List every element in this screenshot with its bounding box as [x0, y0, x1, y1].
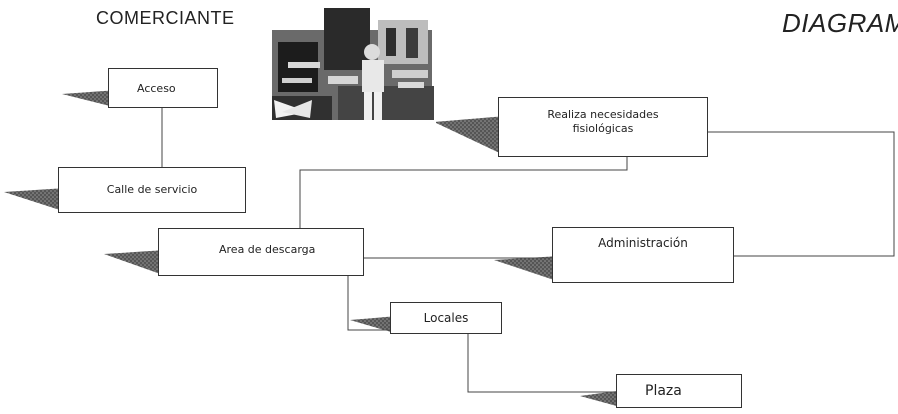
heading-comerciante: COMERCIANTE: [96, 8, 235, 28]
box-realiza-line1: Realiza necesidades: [547, 108, 659, 121]
box-administracion: Administración: [552, 227, 734, 283]
box-locales: Locales: [390, 302, 502, 334]
shadow-realiza: [434, 116, 506, 156]
connector-realiza-admin: [708, 131, 895, 257]
box-plaza-label: Plaza: [645, 383, 682, 399]
box-locales-label: Locales: [423, 311, 469, 325]
box-calle-label: Calle de servicio: [106, 183, 198, 196]
connector-locales-plaza: [467, 334, 616, 393]
box-calle-de-servicio: Calle de servicio: [58, 167, 246, 213]
box-realiza-necesidades: Realiza necesidades fisiológicas: [498, 97, 708, 157]
box-area-label: Area de descarga: [219, 243, 316, 256]
shadow-area: [104, 250, 166, 276]
shadow-admin: [494, 256, 560, 282]
box-area-de-descarga: Area de descarga: [158, 228, 364, 276]
box-admin-label: Administración: [598, 236, 688, 250]
heading-diagrama: DIAGRAMA: [782, 8, 898, 38]
box-plaza: Plaza: [616, 374, 742, 408]
shadow-calle: [4, 188, 66, 212]
shadow-plaza: [580, 390, 624, 408]
box-realiza-line2: fisiológicas: [572, 122, 634, 135]
box-acceso-label: Acceso: [137, 82, 176, 95]
box-acceso: Acceso: [108, 68, 218, 108]
shadow-acceso: [62, 90, 118, 108]
merchant-photo: [268, 0, 436, 124]
connector-area-locales: [347, 276, 390, 331]
connector-realiza-area: [299, 157, 628, 228]
